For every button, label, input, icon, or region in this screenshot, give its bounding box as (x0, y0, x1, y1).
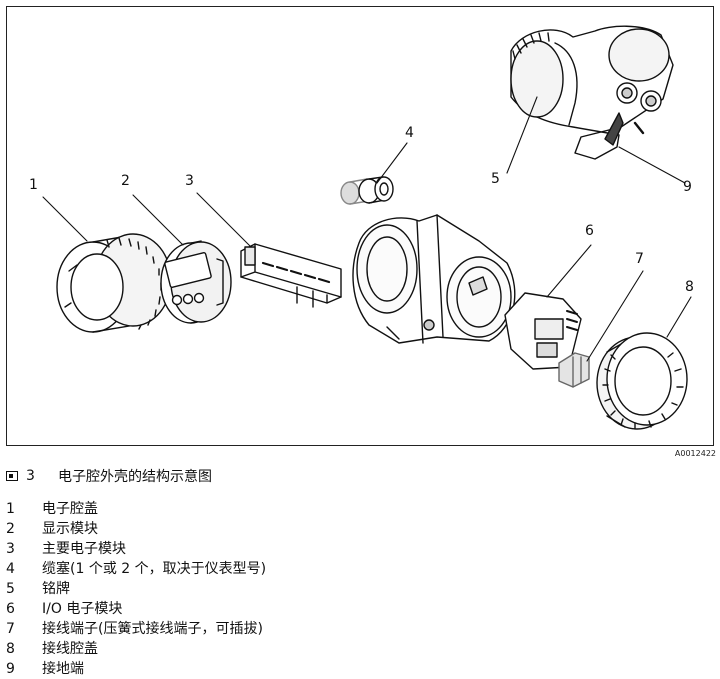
legend-item: 8 接线腔盖 (6, 639, 266, 659)
legend-text: I/O 电子模块 (42, 601, 123, 617)
legend-item: 9 接地端 (6, 659, 266, 679)
display-module-drawing (160, 240, 232, 324)
legend-item: 1 电子腔盖 (6, 499, 266, 519)
callout-7: 7 (635, 251, 644, 267)
legend-text: 电子腔盖 (42, 501, 98, 517)
legend-number: 8 (6, 641, 15, 657)
housing-body-drawing (352, 214, 516, 344)
legend-number: 3 (6, 541, 15, 557)
legend-list: 1 电子腔盖 2 显示模块 3 主要电子模块 4 缆塞(1 个或 2 个，取决于仪表型号… (6, 499, 266, 679)
legend-number: 4 (6, 561, 15, 577)
image-code: A0012422 (674, 449, 716, 458)
legend-number: 2 (6, 521, 15, 537)
legend-number: 7 (6, 621, 15, 637)
electronics-cover-drawing (56, 233, 172, 333)
legend-item: 3 主要电子模块 (6, 539, 266, 559)
figure-number: 3 (26, 468, 35, 484)
legend-text: 接线端子(压簧式接线端子，可插拔) (42, 621, 263, 637)
figure-icon (6, 471, 18, 481)
legend-text: 主要电子模块 (42, 541, 126, 557)
housing-exploded-drawing (42, 25, 692, 430)
legend-number: 9 (6, 661, 15, 677)
connection-cover-drawing (596, 332, 688, 430)
callout-9: 9 (683, 179, 692, 195)
legend-text: 接地端 (42, 661, 84, 677)
callout-2: 2 (121, 173, 130, 189)
io-module-drawing (504, 292, 582, 370)
legend-text: 接线腔盖 (42, 641, 98, 657)
legend-item: 2 显示模块 (6, 519, 266, 539)
legend-number: 6 (6, 601, 15, 617)
leader-lines (42, 96, 692, 362)
callout-4: 4 (405, 125, 414, 141)
legend-text: 显示模块 (42, 521, 98, 537)
callout-8: 8 (685, 279, 694, 295)
callout-6: 6 (585, 223, 594, 239)
callout-1: 1 (29, 177, 38, 193)
terminal-drawing (558, 352, 590, 388)
callout-5: 5 (491, 171, 500, 187)
legend-item: 6 I/O 电子模块 (6, 599, 266, 619)
exploded-view-figure: 1 2 3 4 5 6 7 8 9 (6, 6, 714, 446)
housing-top-drawing (510, 25, 674, 160)
figure-caption: 3 电子腔外壳的结构示意图 (6, 466, 212, 486)
legend-text: 铭牌 (42, 581, 70, 597)
legend-number: 1 (6, 501, 15, 517)
main-electronics-drawing (240, 243, 342, 308)
cable-gland-drawing (340, 176, 394, 205)
figure-title: 电子腔外壳的结构示意图 (58, 469, 212, 485)
legend-item: 7 接线端子(压簧式接线端子，可插拔) (6, 619, 266, 639)
legend-item: 4 缆塞(1 个或 2 个，取决于仪表型号) (6, 559, 266, 579)
legend-text: 缆塞(1 个或 2 个，取决于仪表型号) (42, 561, 267, 577)
legend-number: 5 (6, 581, 15, 597)
legend-item: 5 铭牌 (6, 579, 266, 599)
callout-3: 3 (185, 173, 194, 189)
